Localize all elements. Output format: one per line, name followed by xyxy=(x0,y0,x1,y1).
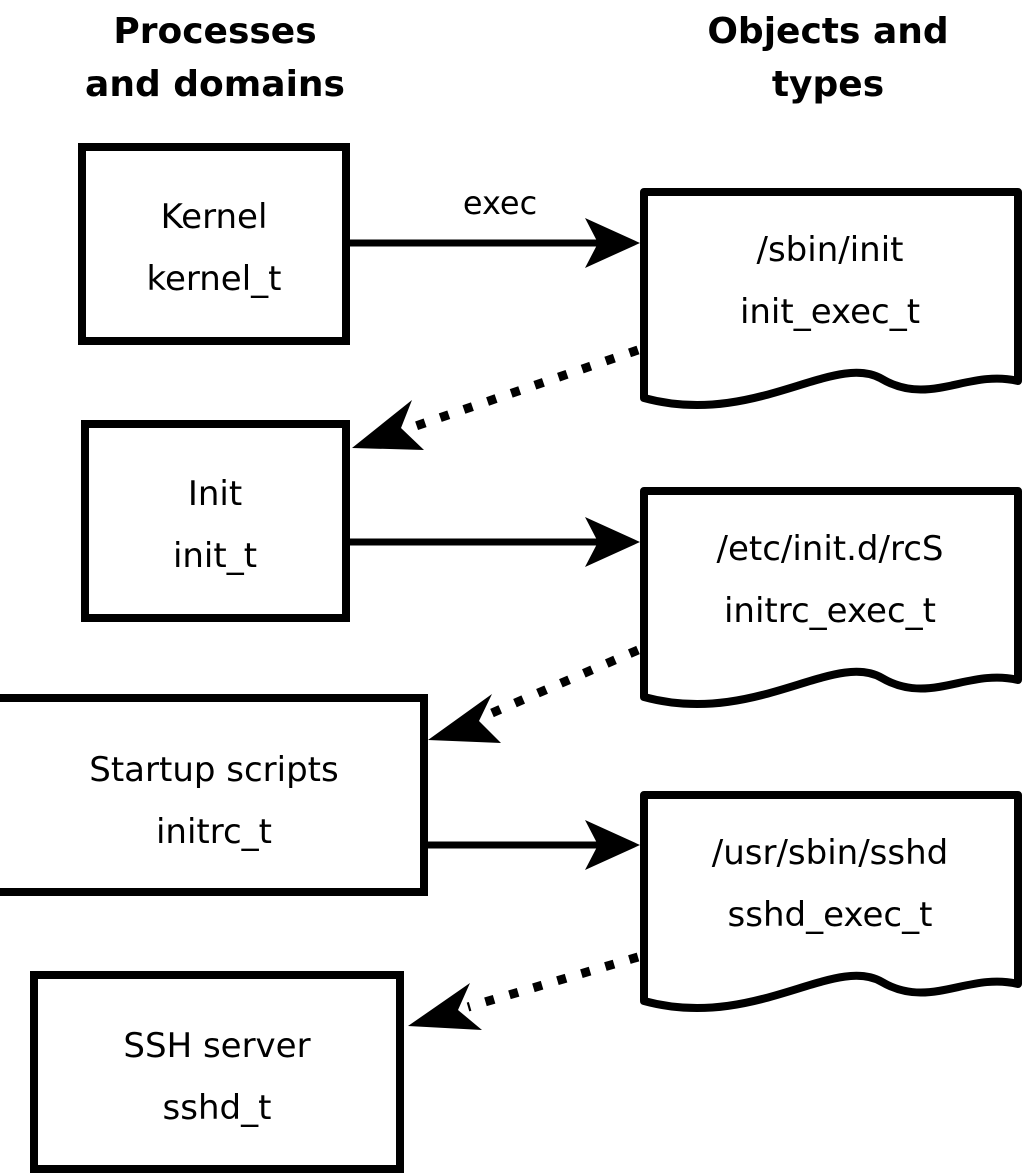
node-kernel[interactable]: Kernel kernel_t xyxy=(78,143,350,345)
node-init-line1: Init xyxy=(188,474,242,514)
edge-init-exec-to-init xyxy=(352,345,640,450)
node-kernel-line2: kernel_t xyxy=(146,259,281,299)
edge-init-to-initrc-exec xyxy=(350,517,640,567)
arrowhead-dotted xyxy=(352,400,424,450)
node-sshd-exec-document[interactable] xyxy=(640,791,1022,1013)
node-init-exec-line2: init_exec_t xyxy=(740,292,920,332)
edge-initrc-exec-to-initrc xyxy=(428,645,640,743)
node-kernel-line1: Kernel xyxy=(161,197,268,237)
node-initrc-exec-document[interactable] xyxy=(640,487,1022,709)
edge-kernel-to-init-exec: exec xyxy=(350,184,640,268)
node-sshd-line2: sshd_t xyxy=(163,1088,272,1128)
arrowhead-solid xyxy=(585,218,640,268)
node-sshd-box[interactable] xyxy=(30,971,404,1173)
edge-initrc-to-sshd-exec xyxy=(428,820,640,870)
edge-line xyxy=(483,645,640,721)
node-sshd[interactable]: SSH server sshd_t xyxy=(30,971,404,1173)
node-sshd-exec-line2: sshd_exec_t xyxy=(728,895,933,935)
node-initrc-box[interactable] xyxy=(0,694,428,896)
node-initrc-line2: initrc_t xyxy=(156,812,272,852)
arrowhead-dotted xyxy=(428,694,501,743)
node-initrc-exec-line1: /etc/init.d/rcS xyxy=(717,529,944,569)
edge-line xyxy=(466,952,640,1012)
arrowhead-dotted xyxy=(408,983,482,1030)
node-sshd-line1: SSH server xyxy=(123,1026,310,1066)
node-initrc-exec-line2: initrc_exec_t xyxy=(724,591,936,631)
node-initrc[interactable]: Startup scripts initrc_t xyxy=(0,694,428,896)
node-initrc-exec[interactable]: /etc/init.d/rcS initrc_exec_t xyxy=(640,487,1022,709)
node-kernel-box[interactable] xyxy=(78,143,350,345)
node-init-exec[interactable]: /sbin/init init_exec_t xyxy=(640,188,1022,410)
processes-header-line1: Processes xyxy=(113,11,316,52)
node-sshd-exec[interactable]: /usr/sbin/sshd sshd_exec_t xyxy=(640,791,1022,1013)
node-init-exec-line1: /sbin/init xyxy=(757,230,904,270)
objects-header-line1: Objects and xyxy=(707,11,948,52)
edge-sshd-exec-to-sshd xyxy=(408,952,640,1030)
edge-line xyxy=(405,345,640,434)
arrowhead-solid xyxy=(585,517,640,567)
node-init-box[interactable] xyxy=(81,420,350,622)
node-sshd-exec-line1: /usr/sbin/sshd xyxy=(712,833,948,873)
node-init-line2: init_t xyxy=(173,536,257,576)
column-header-processes: Processes and domains xyxy=(85,11,345,105)
arrowhead-solid xyxy=(585,820,640,870)
node-init-exec-document[interactable] xyxy=(640,188,1022,410)
objects-header-line2: types xyxy=(772,64,884,105)
processes-header-line2: and domains xyxy=(85,64,345,105)
node-init[interactable]: Init init_t xyxy=(81,420,350,622)
column-header-objects: Objects and types xyxy=(707,11,948,105)
node-initrc-line1: Startup scripts xyxy=(89,750,338,790)
edge-label-exec: exec xyxy=(463,184,537,222)
